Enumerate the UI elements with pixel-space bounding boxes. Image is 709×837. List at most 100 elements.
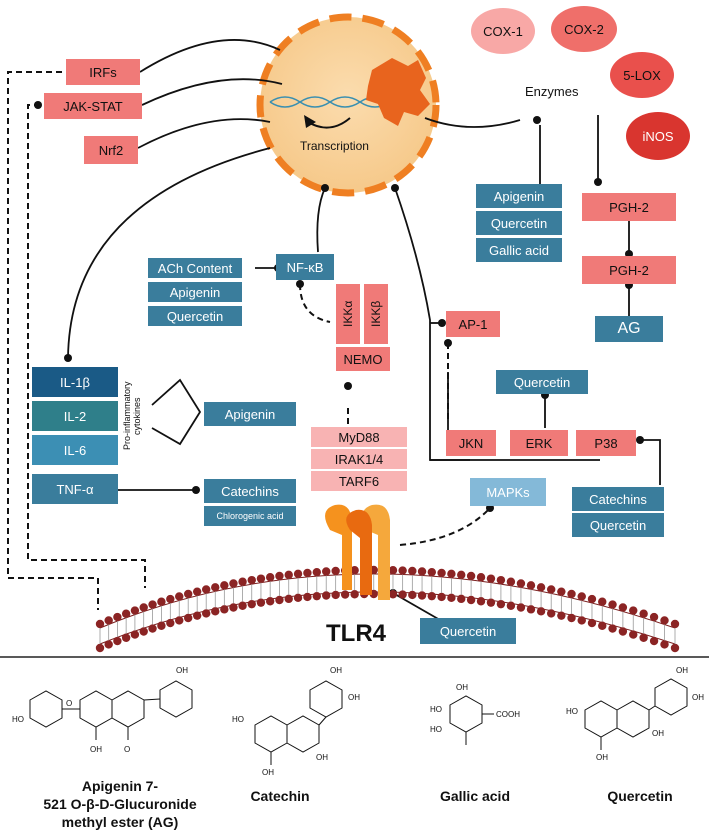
ag-box: AG — [595, 316, 663, 342]
lipid-head — [427, 591, 436, 601]
lipid-head — [598, 621, 607, 630]
enzyme-cox1: COX-1 — [471, 8, 535, 54]
lipid-head — [220, 581, 229, 590]
irfs-box: IRFs — [66, 59, 140, 85]
lipid-head — [322, 591, 331, 600]
enzyme-inhibitor-quercetin: Quercetin — [476, 211, 562, 235]
lipid-head — [516, 579, 526, 588]
lipid-head — [148, 600, 157, 609]
transcription-complex-icon — [366, 58, 430, 126]
lipid-head — [447, 569, 456, 579]
lipid-head — [506, 601, 516, 610]
svg-text:HO: HO — [12, 715, 24, 724]
il1b-box: IL-1β — [32, 367, 118, 397]
enzyme-5lox: 5-LOX — [610, 52, 674, 98]
lipid-head — [437, 568, 446, 578]
lipid-head — [670, 643, 680, 653]
lipid-head — [175, 616, 184, 625]
lipid-head — [587, 618, 597, 628]
lipid-head — [398, 566, 407, 575]
lipid-head — [238, 577, 247, 586]
lipid-head — [340, 590, 350, 599]
lipid-head — [639, 609, 648, 618]
myd88-box: MyD88 — [311, 427, 407, 447]
lipid-head — [247, 575, 256, 585]
lipid-head — [670, 619, 680, 629]
structure-name-ag: Apigenin 7- 521 O-β-D-Glucuronide methyl… — [43, 778, 197, 830]
ap1-box: AP-1 — [446, 311, 500, 337]
lipid-head — [220, 605, 229, 614]
lipid-head — [192, 611, 202, 620]
structure-gallic-acid — [449, 695, 494, 745]
lipid-head — [577, 616, 586, 625]
lipid-head — [660, 640, 669, 649]
jak-stat-box: JAK-STAT — [44, 93, 142, 119]
lipid-head — [303, 592, 312, 602]
lipid-head — [130, 606, 140, 615]
lipid-head — [202, 609, 211, 618]
svg-text:OH: OH — [692, 693, 704, 702]
lipid-head — [104, 640, 113, 649]
structure-apigenin-glucuronide — [29, 680, 193, 740]
lipid-head — [486, 598, 496, 607]
lipid-head — [113, 636, 122, 646]
nfkb-inhibitor-apigenin: Apigenin — [148, 282, 242, 302]
svg-text:O: O — [124, 745, 130, 754]
tlr4-receptor-icon — [325, 504, 390, 600]
nemo-box: NEMO — [336, 347, 390, 371]
structure-quercetin — [584, 678, 688, 750]
lipid-head — [526, 581, 536, 590]
lipid-head — [256, 598, 266, 607]
structure-name-quercetin: Quercetin — [607, 788, 673, 804]
lipid-head — [265, 573, 275, 582]
structure-name-gallic-acid: Gallic acid — [439, 788, 511, 804]
lipid-head — [331, 590, 340, 600]
lipid-head — [457, 570, 466, 580]
lipid-head — [192, 587, 202, 596]
tnf-alpha-box: TNF-α — [32, 474, 118, 504]
lipid-head — [312, 591, 321, 601]
lipid-head — [183, 589, 193, 599]
lipid-head — [275, 595, 284, 605]
svg-text:OH: OH — [676, 666, 688, 675]
lipid-head — [547, 609, 556, 618]
lipid-head — [247, 599, 256, 609]
svg-text:O: O — [66, 699, 72, 708]
svg-text:HO: HO — [566, 707, 578, 716]
lipid-head — [157, 597, 166, 606]
erk-box: ERK — [510, 430, 568, 456]
lipid-head — [95, 643, 105, 653]
lipid-head — [417, 567, 427, 576]
transcription-arrowhead — [304, 115, 316, 128]
p38-inhibitor-catechins: Catechins — [572, 487, 664, 511]
structure-name-catechin: Catechin — [250, 788, 310, 804]
lipid-head — [447, 593, 456, 603]
lipid-head — [466, 571, 476, 581]
lipid-head — [166, 594, 175, 604]
lipid-head — [293, 569, 303, 579]
lipid-head — [166, 618, 175, 628]
lipid-head — [284, 570, 293, 580]
tnf-inhibitor-catechins: Catechins — [204, 479, 296, 503]
enzyme-inhibitor-apigenin: Apigenin — [476, 184, 562, 208]
lipid-head — [229, 579, 238, 588]
lipid-head — [121, 609, 131, 618]
lipid-head — [284, 594, 293, 604]
lipid-head — [649, 612, 659, 622]
svg-text:OH: OH — [90, 745, 102, 754]
lipid-head — [649, 636, 659, 646]
lipid-head — [567, 613, 576, 623]
p38-inhibitor-quercetin: Quercetin — [572, 513, 664, 537]
lipid-head — [275, 571, 284, 581]
lipid-head — [629, 630, 638, 639]
lipid-head — [211, 607, 220, 616]
irak-box: IRAK1/4 — [311, 449, 407, 469]
lipid-head — [408, 590, 417, 600]
lipid-head — [608, 600, 617, 609]
connector-lines — [67, 39, 661, 491]
membrane-inhibitor-quercetin: Quercetin — [420, 618, 516, 644]
lipid-head — [238, 601, 247, 610]
lipid-head — [350, 566, 359, 575]
p38-box: P38 — [576, 430, 636, 456]
